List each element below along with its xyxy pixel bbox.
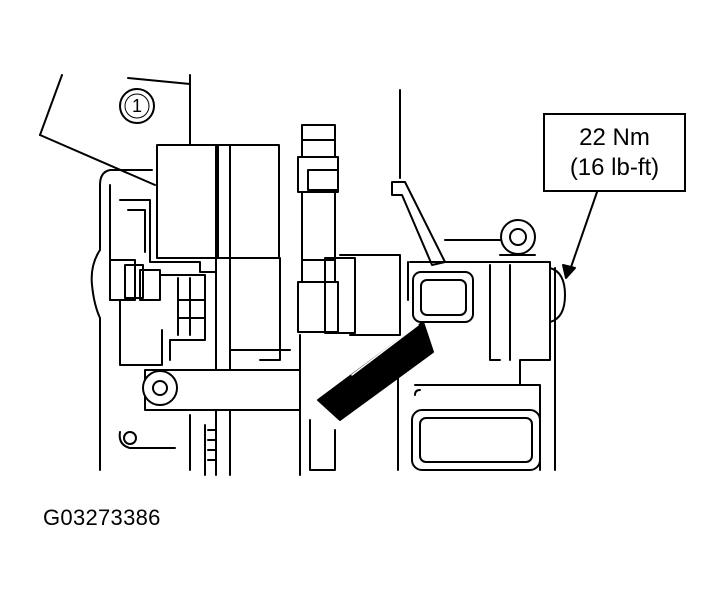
torque-leader: [562, 191, 598, 279]
actuator-block: [109, 144, 291, 366]
rod: [391, 89, 446, 266]
mounting-bracket: [118, 369, 301, 476]
pointer-arrow: [317, 321, 434, 421]
callout-leader: [39, 74, 191, 186]
figure-id: G03273386: [43, 505, 161, 530]
connector-stack: [297, 124, 356, 476]
eye-bolt: [499, 219, 536, 256]
torque-imperial: (16 lb-ft): [569, 153, 660, 181]
torque-metric: 22 Nm: [579, 123, 650, 151]
lower-plate: [397, 321, 556, 471]
torque-spec-label: 22 Nm (16 lb-ft): [543, 113, 686, 192]
step-number: 1: [132, 96, 142, 116]
step-callout: 1: [119, 88, 155, 124]
